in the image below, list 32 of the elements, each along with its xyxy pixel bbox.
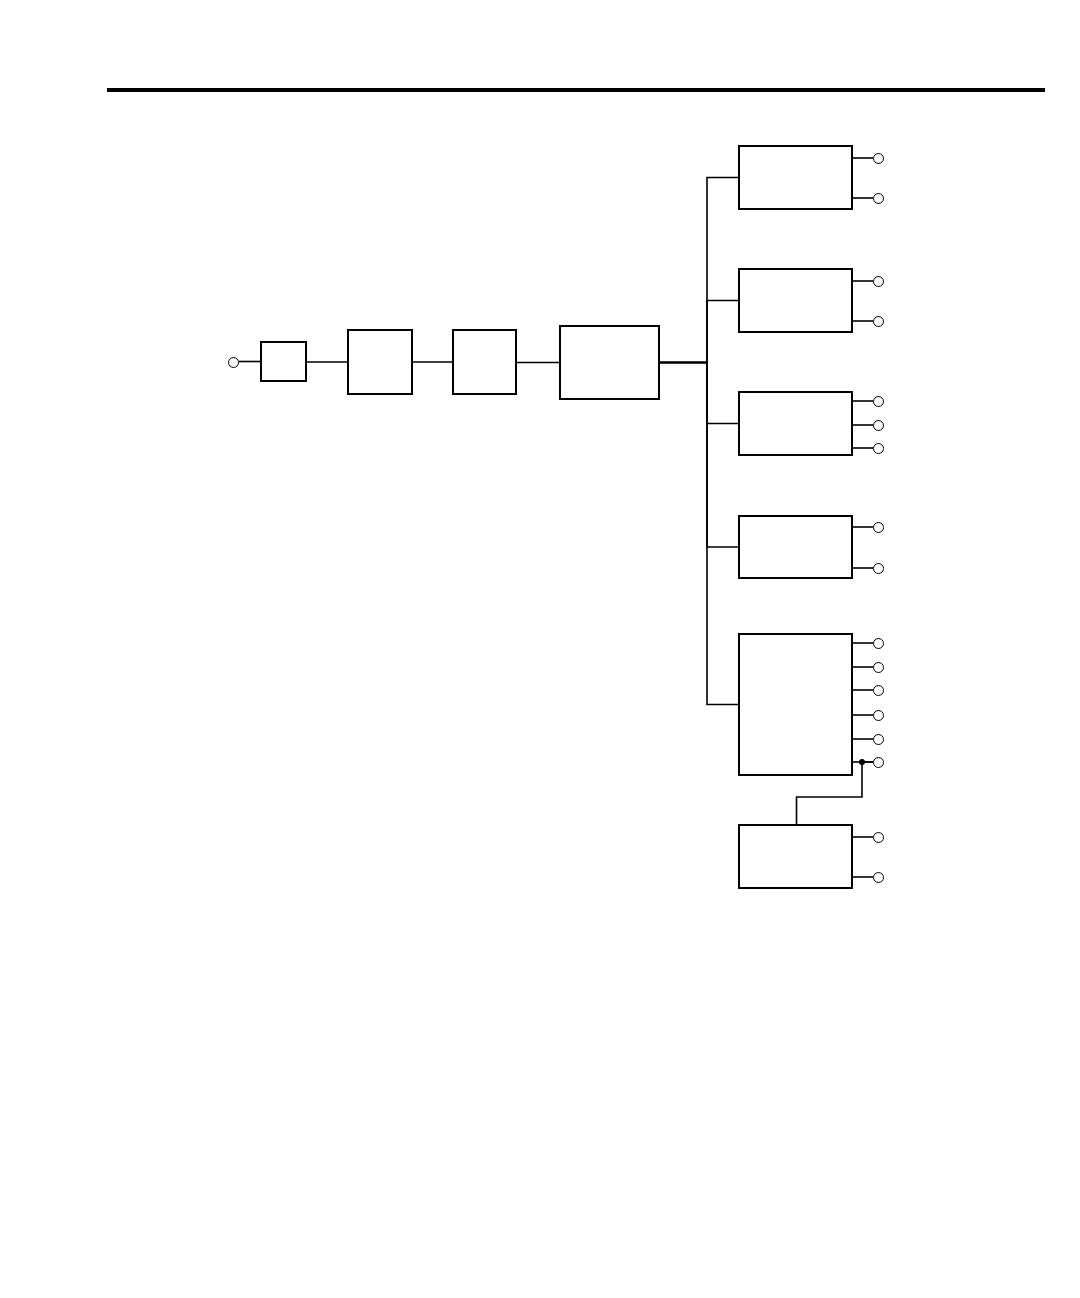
connector-line (852, 320, 874, 322)
block-box (738, 824, 853, 889)
connector-line (412, 361, 453, 363)
connector-line (852, 836, 874, 838)
connector-line (852, 197, 874, 199)
connector-line (852, 738, 874, 740)
block-box (347, 329, 413, 395)
connector-line (516, 361, 560, 364)
block-box (559, 325, 660, 400)
block-box (452, 329, 517, 395)
connector-line (852, 280, 874, 282)
connector-line (852, 447, 874, 449)
block-box (738, 145, 853, 210)
block-box (260, 341, 307, 382)
connector-line (852, 642, 874, 644)
block-box (738, 391, 853, 456)
block-box (738, 633, 853, 776)
block-box (738, 515, 853, 579)
connector-line (659, 361, 739, 706)
connector-line (852, 400, 874, 402)
connector-line (795, 761, 874, 825)
connector-line (852, 424, 874, 426)
connector-line (852, 876, 874, 878)
connector-line (852, 567, 874, 569)
connector-line (852, 714, 874, 716)
connector-line (306, 361, 348, 363)
connector-line (852, 157, 874, 159)
block-box (738, 268, 853, 333)
connector-line (852, 689, 874, 691)
connector-line (852, 666, 874, 668)
connector-line (238, 360, 261, 363)
connector-line (852, 526, 874, 528)
